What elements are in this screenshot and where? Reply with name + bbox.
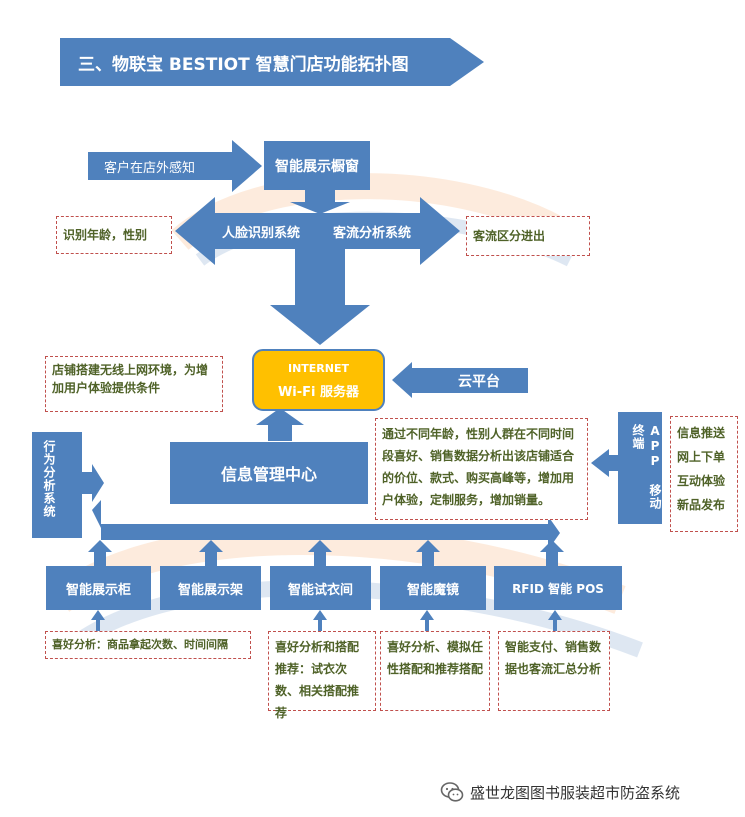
behavior-analysis-label: 行为分析系统 (42, 440, 56, 518)
app-features-note: 信息推送网上下单互动体验新品发布 (670, 416, 738, 532)
customer-arrow (88, 140, 262, 192)
smart-fitting-box: 智能试衣间 (270, 566, 371, 610)
zone-flow-note: 客流区分进出 (466, 216, 590, 256)
app-arrow (591, 449, 618, 477)
face-recognition-label: 人脸识别系统 (222, 226, 301, 241)
title-ribbon (60, 38, 484, 86)
showcase-down-arrow (290, 190, 350, 214)
age-gender-note: 识别年龄，性别 (56, 216, 172, 254)
device-up-arrows (88, 540, 564, 566)
wechat-icon (440, 782, 464, 802)
rfid-pos-box: RFID 智能 POS (494, 566, 622, 610)
behavior-analysis-box (32, 432, 82, 538)
cloud-arrow (392, 362, 528, 398)
smart-window-box: 智能展示橱窗 (264, 141, 370, 190)
mirror-note: 喜好分析、模拟任性搭配和推荐搭配 (380, 631, 490, 711)
app-terminal-label: APP 移动终端 (631, 424, 662, 510)
cloud-platform-label: 云平台 (458, 374, 500, 390)
note-up-arrows (91, 610, 562, 631)
traffic-analysis-label: 客流分析系统 (333, 226, 412, 241)
internet-server-box (252, 349, 385, 411)
wifi-server-label: Wi-Fi 服务器 (277, 385, 360, 400)
customer-outside-label: 客户在店外感知 (104, 161, 196, 176)
pos-note: 智能支付、销售数据也客流汇总分析 (498, 631, 610, 711)
smart-cabinet-box: 智能展示柜 (46, 566, 151, 610)
info-center-box: 信息管理中心 (170, 442, 368, 504)
footer-brand: 盛世龙图图书服装超市防盗系统 (470, 784, 681, 802)
system-cross-arrow (175, 197, 460, 345)
cabinet-note: 喜好分析：商品拿起次数、时间间隔 (45, 631, 251, 659)
smart-shelf-box: 智能展示架 (160, 566, 261, 610)
smart-mirror-box: 智能魔镜 (380, 566, 486, 610)
device-bus-arrow (92, 500, 560, 550)
behavior-arrow (82, 464, 104, 502)
wifi-env-note: 店铺搭建无线上网环境，为增加用户体验提供条件 (45, 356, 223, 412)
info-up-arrow (256, 408, 304, 441)
page-title: 三、物联宝 BESTIOT 智慧门店功能拓扑图 (78, 55, 409, 75)
crowd-analysis-note: 通过不同年龄，性别人群在不同时间段喜好、销售数据分析出该店铺适合的价位、款式、购… (375, 418, 588, 520)
app-terminal-box (618, 412, 662, 524)
internet-label: INTERNET (287, 362, 349, 375)
fitting-note: 喜好分析和搭配推荐：试衣次数、相关搭配推荐 (268, 631, 376, 720)
